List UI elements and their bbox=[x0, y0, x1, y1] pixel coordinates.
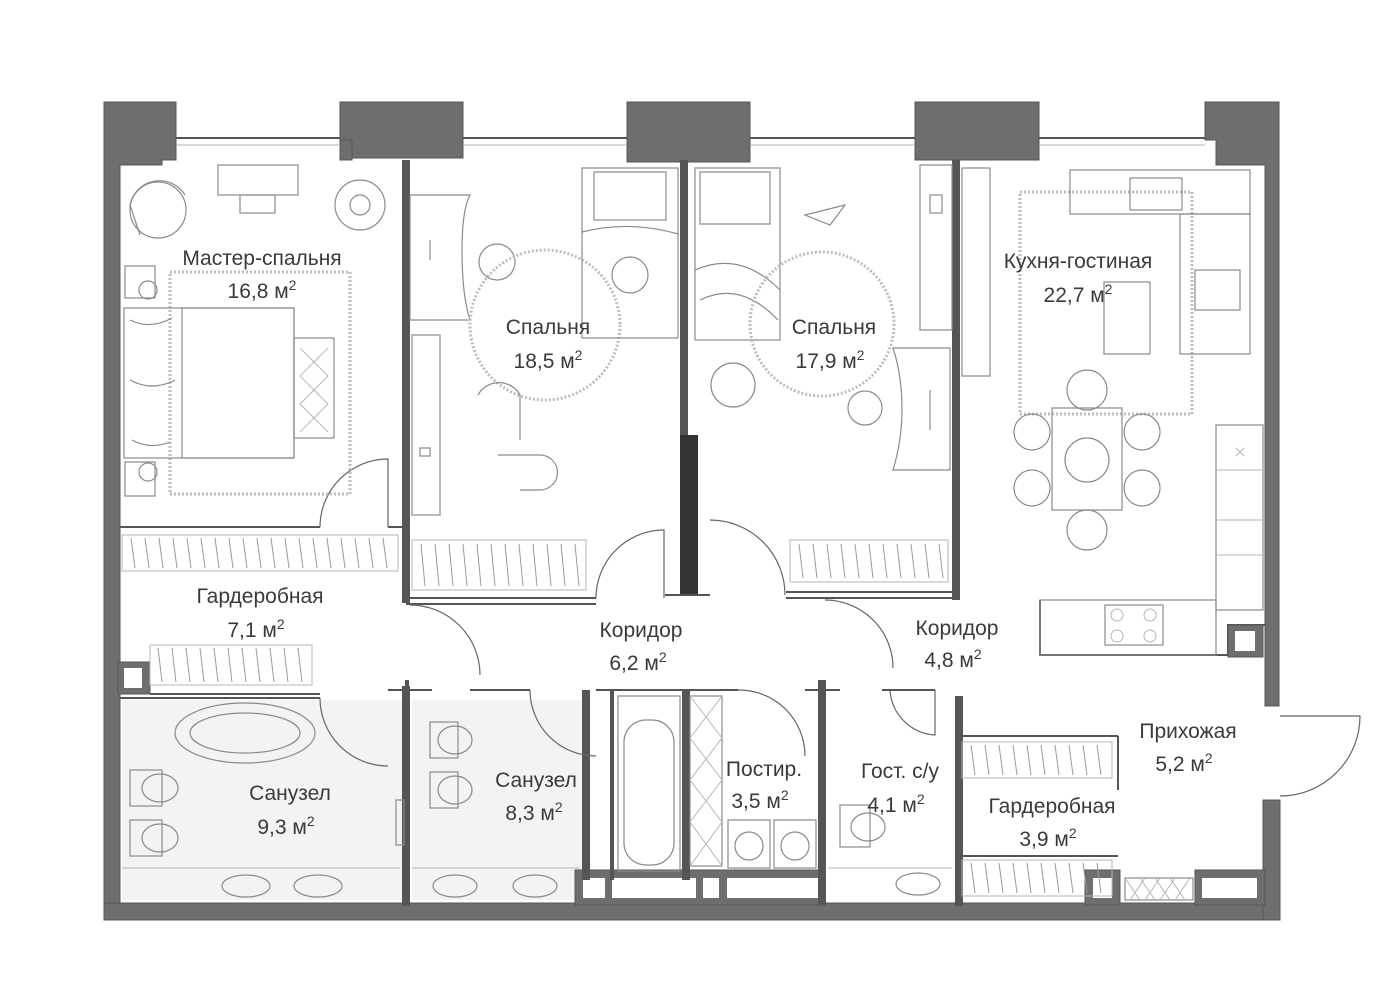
room-area-master-bedroom: 16,8 м2 bbox=[228, 277, 297, 303]
room-area-corridor-1: 6,2 м2 bbox=[609, 649, 666, 675]
bathroom-fixtures bbox=[122, 695, 1194, 901]
room-area-kitchen-living: 22,7 м2 bbox=[1044, 281, 1113, 307]
room-area-bathroom-2: 8,3 м2 bbox=[505, 799, 562, 825]
outer-walls bbox=[103, 101, 1281, 921]
room-name-kitchen-living: Кухня-гостиная bbox=[1004, 250, 1153, 273]
room-name-corridor-2: Коридор bbox=[916, 617, 999, 640]
room-area-laundry: 3,5 м2 bbox=[731, 787, 788, 813]
room-area-guest-wc: 4,1 м2 bbox=[867, 791, 924, 817]
inner-walls bbox=[117, 160, 1265, 906]
wardrobe-rails bbox=[121, 534, 1113, 897]
room-name-bedroom-1: Спальня bbox=[506, 316, 590, 339]
bedroom-1-furniture bbox=[409, 167, 679, 516]
kitchen-living-furniture bbox=[961, 167, 1264, 656]
room-area-bedroom-2: 17,9 м2 bbox=[796, 347, 865, 373]
room-name-bathroom-1: Санузел bbox=[249, 782, 331, 805]
wardrobe-hanger-marks bbox=[130, 537, 1102, 894]
room-name-bedroom-2: Спальня bbox=[792, 316, 876, 339]
room-area-bedroom-1: 18,5 м2 bbox=[514, 347, 583, 373]
room-name-bathroom-2: Санузел bbox=[495, 769, 577, 792]
room-name-guest-wc: Гост. с/у bbox=[861, 760, 939, 783]
room-name-master-bedroom: Мастер-спальня bbox=[182, 247, 341, 270]
room-name-wardrobe-1: Гардеробная bbox=[196, 585, 323, 608]
room-area-wardrobe-2: 3,9 м2 bbox=[1019, 825, 1076, 851]
room-name-wardrobe-2: Гардеробная bbox=[988, 795, 1115, 818]
room-name-hallway: Прихожая bbox=[1139, 720, 1236, 743]
room-area-hallway: 5,2 м2 bbox=[1155, 750, 1212, 776]
room-name-corridor-1: Коридор bbox=[600, 619, 683, 642]
room-area-wardrobe-1: 7,1 м2 bbox=[227, 616, 284, 642]
doors bbox=[319, 458, 1361, 797]
bedroom-2-furniture bbox=[694, 164, 953, 471]
room-name-laundry: Постир. bbox=[726, 758, 802, 781]
room-area-corridor-2: 4,8 м2 bbox=[924, 646, 981, 672]
room-area-bathroom-1: 9,3 м2 bbox=[257, 813, 314, 839]
room-labels: Мастер-спальня 16,8 м2 Спальня 18,5 м2 С… bbox=[182, 247, 1236, 851]
master-bedroom-furniture bbox=[123, 164, 386, 497]
